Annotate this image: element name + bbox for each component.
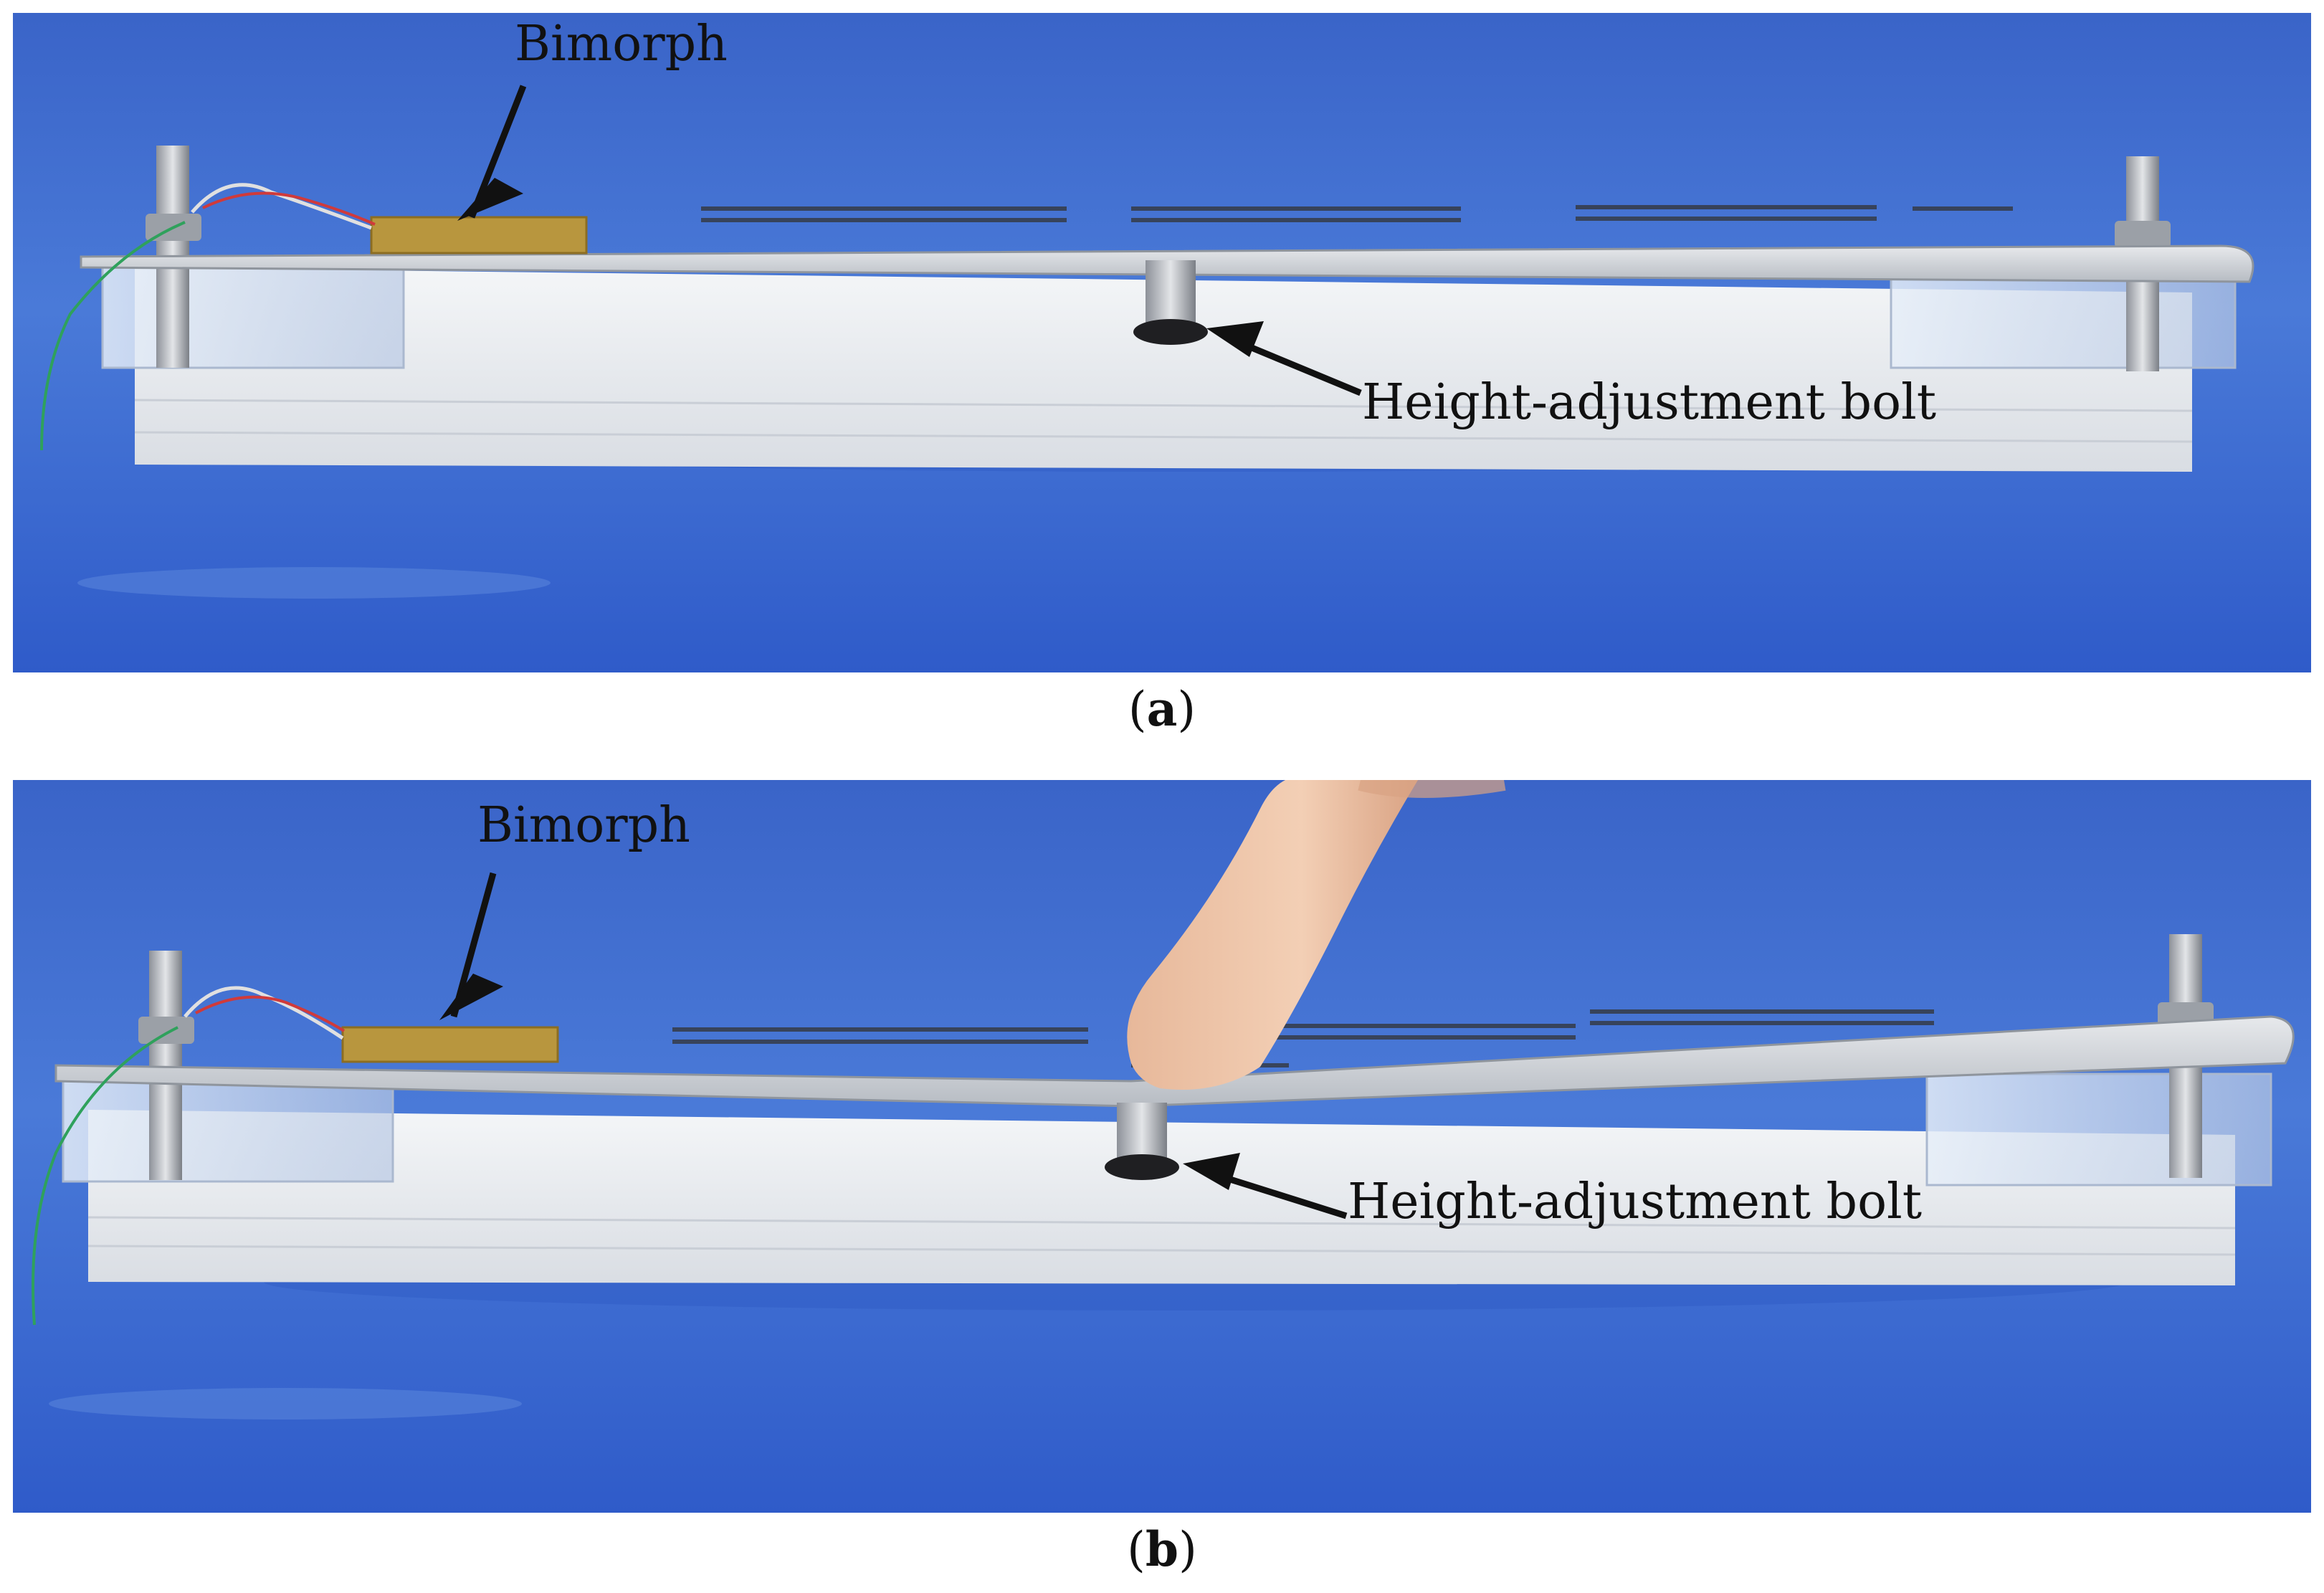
photo-panel-b: Bimorph Height-adjustment bolt (13, 780, 2311, 1513)
center-bolt-nut (1105, 1154, 1179, 1180)
bolt-label: Height-adjustment bolt (1362, 374, 1937, 431)
photo-b (13, 780, 2311, 1513)
center-bolt-nut (1133, 319, 1208, 345)
printed-text-on-strip (701, 205, 2013, 222)
bolt-label: Height-adjustment bolt (1348, 1174, 1923, 1230)
steel-strip-deflected (54, 1015, 2295, 1108)
bimorph-label: Bimorph (515, 16, 728, 72)
caption-letter-a: a (1146, 681, 1178, 737)
acrylic-block-left (101, 266, 405, 369)
end-bolt-left (149, 951, 182, 1180)
bimorph-element (341, 1026, 559, 1063)
white-base (88, 1110, 2235, 1285)
white-base (135, 267, 2192, 472)
caption-b: (b) (1127, 1521, 1197, 1577)
nut-left (138, 1017, 194, 1044)
caption-a: (a) (1128, 681, 1196, 737)
caption-letter-b: b (1145, 1521, 1179, 1577)
acrylic-block-right (1925, 1073, 2272, 1187)
bimorph-element (370, 216, 588, 255)
finger (1127, 780, 1418, 1090)
bimorph-label: Bimorph (477, 797, 690, 854)
acrylic-block-right (1890, 270, 2237, 369)
nut-right (2115, 221, 2171, 248)
photo-a (13, 13, 2311, 672)
photo-panel-a: Bimorph Height-adjustment bolt (13, 13, 2311, 672)
acrylic-block-left (62, 1080, 394, 1183)
